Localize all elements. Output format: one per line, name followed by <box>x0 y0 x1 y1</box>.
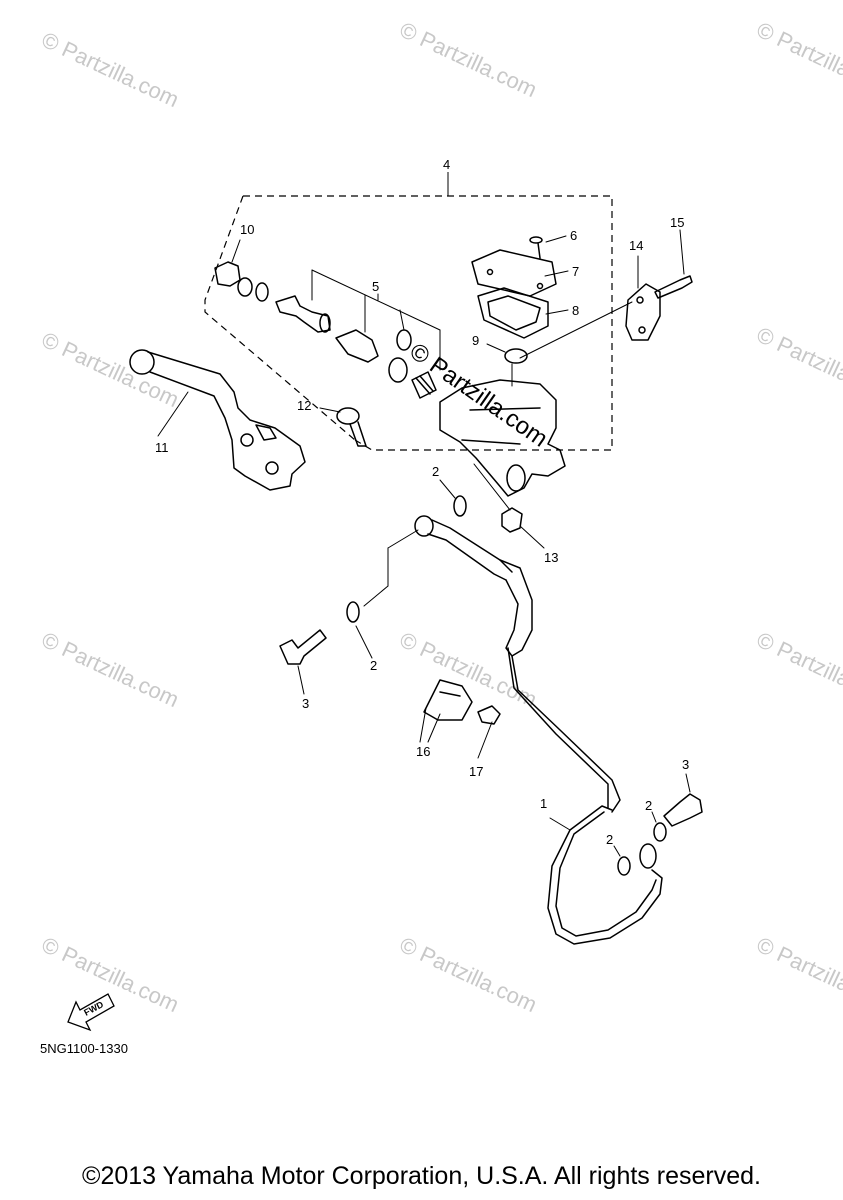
watermark-text: © Partzilla.com <box>753 322 843 407</box>
assembly-outline-4 <box>204 195 613 451</box>
watermark-text: © Partzilla.com <box>753 627 843 712</box>
part-3-union-bolt <box>279 629 327 665</box>
callout-labels: 4 10 5 6 7 8 9 14 15 12 11 2 13 2 3 16 1… <box>155 157 689 847</box>
callout-17: 17 <box>469 764 483 779</box>
watermark-text: © Partzilla.com <box>38 27 183 112</box>
part-13-nut <box>501 507 523 533</box>
watermark-text: © Partzilla.com <box>38 327 183 412</box>
callout-15: 15 <box>670 215 684 230</box>
part-2-washer <box>617 856 631 876</box>
part-6-screw <box>529 236 543 259</box>
watermark-group: © Partzilla.com © Partzilla.com © Partzi… <box>38 17 843 1017</box>
diagram-code: 5NG1100-1330 <box>40 1041 128 1056</box>
watermark-text: © Partzilla.com <box>38 627 183 712</box>
callout-2-right: 2 <box>645 798 652 813</box>
watermark-text: © Partzilla.com <box>753 932 843 1017</box>
callout-8: 8 <box>572 303 579 318</box>
part-1-clutch-hose <box>414 515 663 945</box>
callout-2-lower: 2 <box>606 832 613 847</box>
copyright-notice: ©2013 Yamaha Motor Corporation, U.S.A. A… <box>82 1162 761 1190</box>
part-2-washer <box>653 822 667 842</box>
part-10-dust-boot <box>214 261 269 302</box>
part-11-clutch-lever <box>129 349 306 491</box>
callout-11: 11 <box>155 440 169 455</box>
part-15-bolt <box>654 275 693 299</box>
callout-10: 10 <box>240 222 254 237</box>
watermark-text: © Partzilla.com <box>396 627 541 712</box>
part-17-screw <box>477 705 501 725</box>
callout-12: 12 <box>297 398 311 413</box>
callout-16: 16 <box>416 744 430 759</box>
watermark-text: © Partzilla.com <box>396 932 541 1017</box>
fwd-arrow-icon: FWD <box>67 993 115 1032</box>
callout-3-right: 3 <box>682 757 689 772</box>
callout-3-left: 3 <box>302 696 309 711</box>
part-7-reservoir-cap <box>471 249 557 297</box>
part-16-hose-clamp <box>423 679 473 721</box>
watermark-text: © Partzilla.com <box>396 17 541 102</box>
callout-13: 13 <box>544 550 558 565</box>
callout-1: 1 <box>540 796 547 811</box>
part-12-pivot-bolt <box>336 407 367 447</box>
part-2-washer <box>453 495 467 517</box>
callout-9: 9 <box>472 333 479 348</box>
callout-14: 14 <box>629 238 643 253</box>
part-9-float-plate <box>504 348 528 364</box>
callout-4: 4 <box>443 157 450 172</box>
callout-6: 6 <box>570 228 577 243</box>
callout-2-top: 2 <box>432 464 439 479</box>
part-14-holder <box>625 283 661 341</box>
part-8-diaphragm <box>477 287 549 339</box>
callout-7: 7 <box>572 264 579 279</box>
part-2-washer <box>346 601 360 623</box>
callout-5: 5 <box>372 279 379 294</box>
part-5-piston-kit <box>275 295 437 399</box>
callout-2-mid: 2 <box>370 658 377 673</box>
master-cylinder-body <box>439 379 566 497</box>
part-3-union-bolt <box>663 793 703 827</box>
watermark-text: © Partzilla.com <box>753 17 843 102</box>
